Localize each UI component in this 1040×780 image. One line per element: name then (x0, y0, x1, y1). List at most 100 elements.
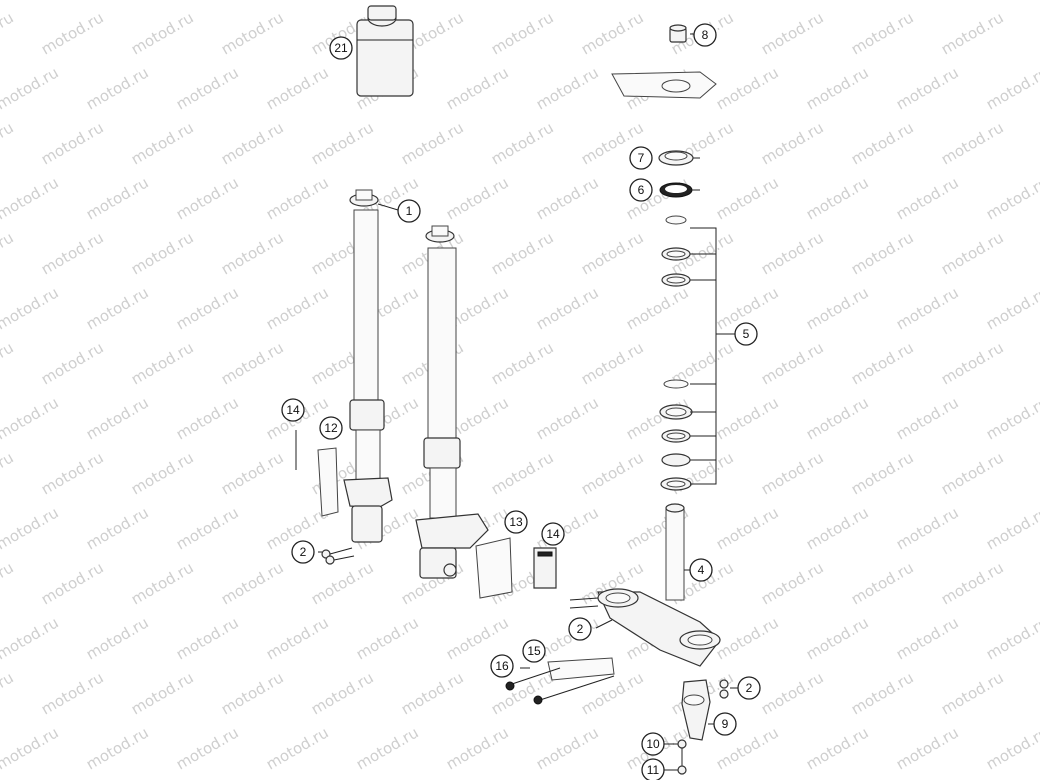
watermark-text: motod.ru (0, 8, 17, 58)
watermark-text: motod.ru (893, 393, 962, 443)
watermark-text: motod.ru (173, 0, 242, 3)
watermark-text: motod.ru (983, 283, 1040, 333)
watermark-text: motod.ru (128, 8, 197, 58)
svg-text:12: 12 (324, 421, 338, 435)
watermark-text: motod.ru (0, 503, 62, 553)
watermark-text: motod.ru (173, 613, 242, 663)
watermark-text: motod.ru (488, 118, 557, 168)
watermark-text: motod.ru (893, 173, 962, 223)
callout-13: 13 (504, 510, 528, 534)
watermark-text: motod.ru (488, 448, 557, 498)
svg-text:7: 7 (638, 151, 645, 165)
svg-text:14: 14 (286, 403, 300, 417)
watermark-text: motod.ru (803, 63, 872, 113)
fork-guard-right-part (475, 537, 557, 599)
watermark-text: motod.ru (803, 393, 872, 443)
watermark-text: motod.ru (0, 668, 17, 718)
watermark-text: motod.ru (0, 63, 62, 113)
watermark-text: motod.ru (38, 338, 107, 388)
watermark-text: motod.ru (0, 393, 62, 443)
watermark-text: motod.ru (533, 283, 602, 333)
watermark-text: motod.ru (263, 283, 332, 333)
svg-text:1: 1 (406, 204, 413, 218)
watermark-text: motod.ru (263, 173, 332, 223)
watermark-text: motod.ru (938, 338, 1007, 388)
watermark-text: motod.ru (488, 338, 557, 388)
watermark-text: motod.ru (533, 173, 602, 223)
fork-leg-right-part (415, 225, 489, 579)
watermark-text: motod.ru (173, 173, 242, 223)
watermark-text: motod.ru (938, 668, 1007, 718)
dust-seal-part (658, 150, 694, 166)
watermark-text: motod.ru (173, 393, 242, 443)
callout-4: 4 (689, 558, 713, 582)
watermark-text: motod.ru (983, 613, 1040, 663)
callout-10: 10 (641, 732, 665, 756)
callout-8: 8 (693, 23, 717, 47)
watermark-text: motod.ru (0, 118, 17, 168)
svg-text:8: 8 (702, 28, 709, 42)
watermark-text: motod.ru (38, 118, 107, 168)
callout-2-left: 2 (291, 540, 315, 564)
watermark-text: motod.ru (38, 8, 107, 58)
watermark-text: motod.ru (128, 228, 197, 278)
callout-9: 9 (713, 712, 737, 736)
watermark-text: motod.ru (218, 228, 287, 278)
watermark-text: motod.ru (758, 448, 827, 498)
watermark-text: motod.ru (758, 228, 827, 278)
watermark-text: motod.ru (578, 338, 647, 388)
watermark-text: motod.ru (623, 283, 692, 333)
watermark-text: motod.ru (983, 503, 1040, 553)
svg-text:13: 13 (509, 515, 523, 529)
watermark-text: motod.ru (218, 558, 287, 608)
watermark-text: motod.ru (128, 118, 197, 168)
watermark-text: motod.ru (578, 8, 647, 58)
watermark-text: motod.ru (713, 0, 782, 3)
watermark-text: motod.ru (38, 448, 107, 498)
watermark-text: motod.ru (533, 63, 602, 113)
watermark-text: motod.ru (83, 283, 152, 333)
watermark-text: motod.ru (83, 63, 152, 113)
watermark-text: motod.ru (218, 338, 287, 388)
watermark-text: motod.ru (848, 8, 917, 58)
bracket-15-part (511, 657, 615, 701)
watermark-text: motod.ru (308, 118, 377, 168)
watermark-text: motod.ru (353, 723, 422, 773)
watermark-text: motod.ru (848, 118, 917, 168)
callout-1-leader (377, 203, 399, 211)
callout-6: 6 (629, 178, 653, 202)
svg-text:15: 15 (527, 644, 541, 658)
callout-5: 5 (734, 322, 758, 346)
callout-14-left: 14 (281, 398, 305, 422)
handlebar-clamp-part (681, 679, 711, 741)
watermark-text: motod.ru (983, 0, 1040, 3)
watermark-text: motod.ru (0, 448, 17, 498)
watermark-text: motod.ru (398, 668, 467, 718)
svg-text:21: 21 (334, 41, 348, 55)
watermark-text: motod.ru (263, 0, 332, 3)
watermark-text: motod.ru (83, 613, 152, 663)
watermark-text: motod.ru (713, 63, 782, 113)
svg-text:2: 2 (577, 622, 584, 636)
svg-text:4: 4 (698, 563, 705, 577)
watermark-text: motod.ru (218, 8, 287, 58)
callout-leaders (318, 33, 738, 771)
callout-7: 7 (629, 146, 653, 170)
washers-bolts-part (677, 739, 687, 775)
watermark-text: motod.ru (533, 723, 602, 773)
watermark-text: motod.ru (128, 668, 197, 718)
svg-text:5: 5 (743, 327, 750, 341)
watermark-text: motod.ru (713, 613, 782, 663)
bolts-left-part (321, 547, 355, 565)
watermark-text: motod.ru (83, 173, 152, 223)
watermark-text: motod.ru (443, 0, 512, 3)
watermark-text: motod.ru (938, 228, 1007, 278)
watermark-text: motod.ru (578, 228, 647, 278)
watermark-text: motod.ru (893, 503, 962, 553)
watermark-text: motod.ru (893, 0, 962, 3)
watermark-text: motod.ru (128, 338, 197, 388)
svg-text:11: 11 (647, 763, 660, 777)
svg-text:9: 9 (722, 717, 729, 731)
watermark-text: motod.ru (83, 723, 152, 773)
